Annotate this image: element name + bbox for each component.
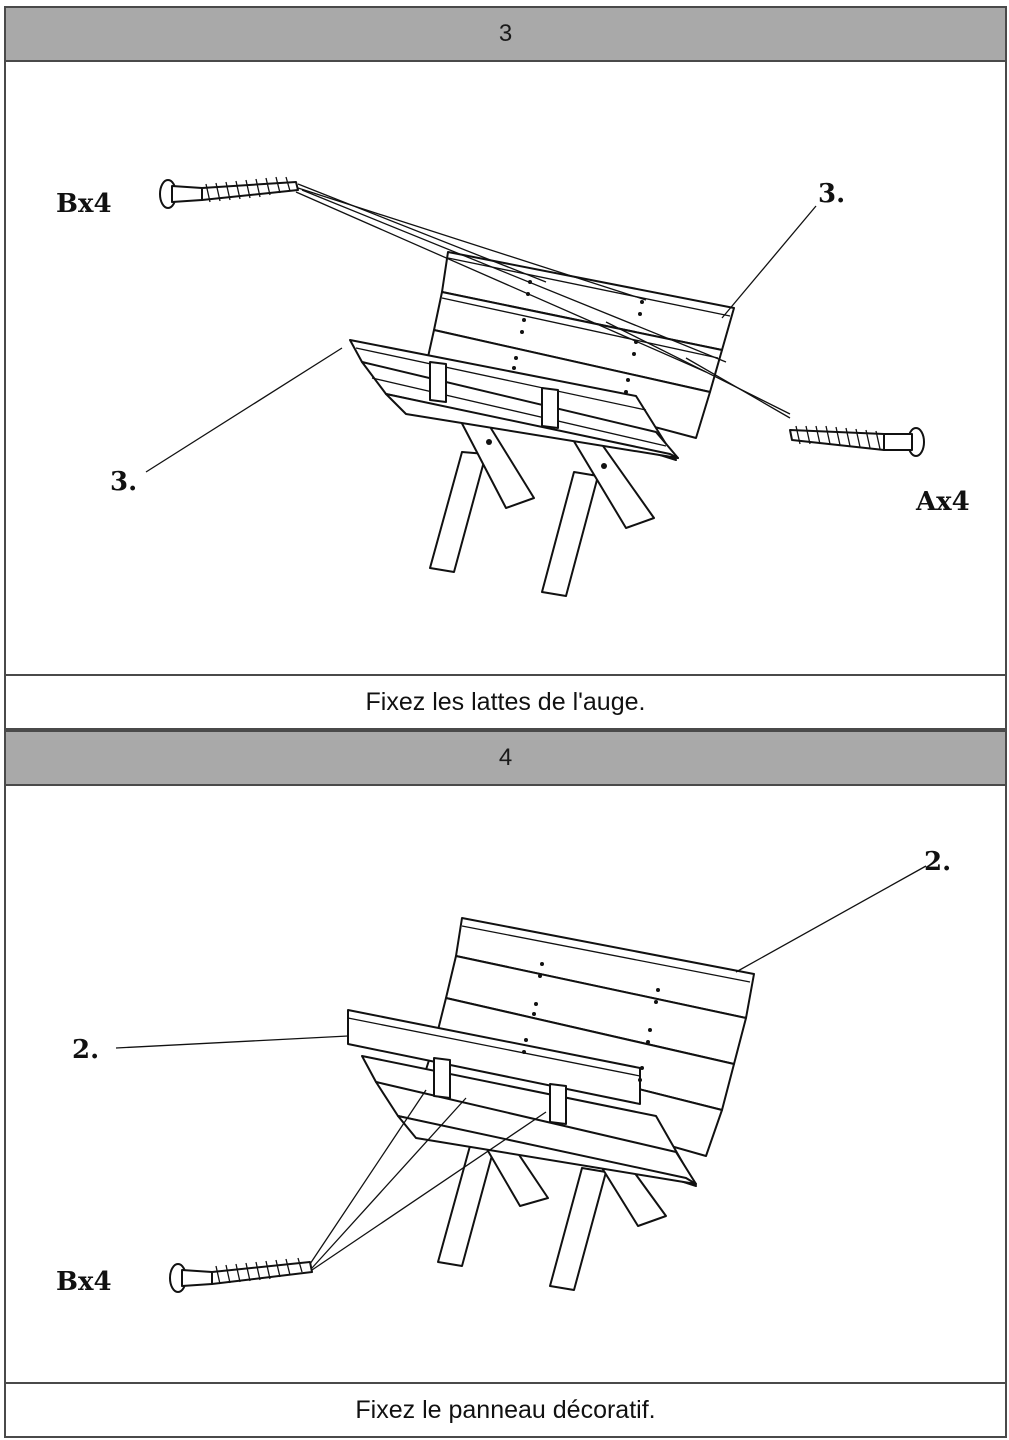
step-number: 4: [498, 744, 513, 771]
screw-b-icon: [169, 1257, 313, 1293]
screw-b-quantity-label: Bx4: [56, 189, 112, 219]
step-number-header: 3: [6, 8, 1005, 62]
caption-text: Fixez le panneau décoratif.: [355, 1395, 656, 1424]
screw-a-icon: [789, 425, 925, 457]
step-caption: Fixez les lattes de l'auge.: [6, 674, 1005, 728]
screw-a-quantity-label: Ax4: [915, 487, 970, 517]
step-3-illustration: Bx4 Ax4 3. 3.: [6, 62, 1005, 676]
leader-lines: [145, 183, 817, 473]
leg-posts: [433, 1057, 567, 1125]
step-4-illustration: 2. 2. Bx4: [6, 786, 1005, 1386]
part-label-left: 2.: [72, 1035, 99, 1065]
leader-lines: [115, 865, 927, 1271]
screw-b-icon: [159, 176, 299, 209]
step-caption: Fixez le panneau décoratif.: [6, 1382, 1005, 1436]
step-number: 3: [498, 20, 513, 47]
step-3-panel: 3: [4, 6, 1007, 730]
part-label-top: 2.: [924, 847, 951, 877]
drill-holes: [522, 962, 660, 1082]
leg-posts: [429, 361, 559, 429]
decorative-front-panel: [347, 1009, 641, 1105]
assembly-drawing-step-3: Bx4 Ax4 3. 3.: [56, 176, 970, 597]
step-number-header: 4: [6, 732, 1005, 786]
part-label-left: 3.: [110, 467, 137, 497]
assembly-drawing-step-4: 2. 2. Bx4: [56, 847, 951, 1297]
part-label-top: 3.: [818, 179, 845, 209]
step-4-panel: 4: [4, 730, 1007, 1438]
screw-b-quantity-label: Bx4: [56, 1267, 112, 1297]
caption-text: Fixez les lattes de l'auge.: [365, 687, 646, 716]
